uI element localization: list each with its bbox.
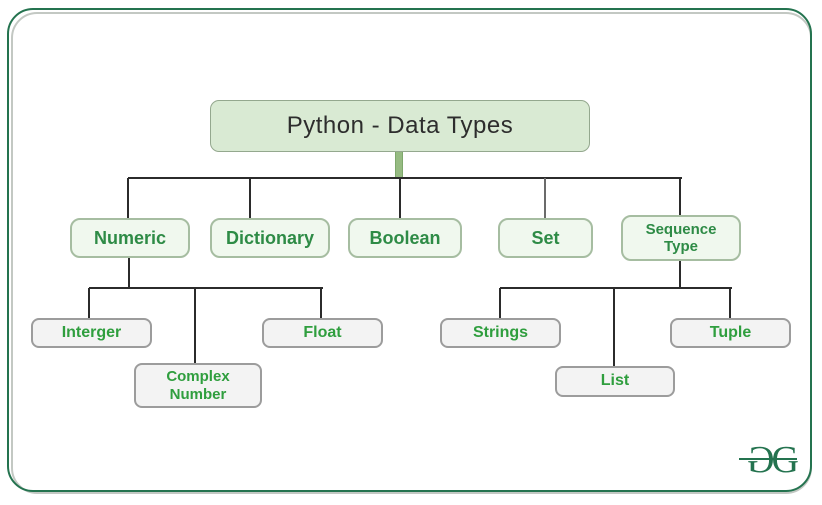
connector-sequence-stem [679,261,681,288]
node-tuple: Tuple [670,318,791,348]
logo-mirrored-g-glyph: G [747,439,775,481]
connector-drop-set [544,178,546,219]
connector-drop-complex-number [194,288,196,364]
connector-drop-boolean [399,178,401,219]
logo-strike-line [739,458,797,460]
connector-root-stem [395,151,403,178]
node-python-data-types: Python - Data Types [210,100,590,152]
connector-level2-hline [128,177,682,179]
connector-drop-sequence-type [679,178,681,216]
node-set: Set [498,218,593,258]
connector-drop-numeric [127,178,129,219]
node-numeric: Numeric [70,218,190,258]
connector-drop-list [613,288,615,367]
connector-sequence-children-hline [500,287,732,289]
node-list: List [555,366,675,397]
node-float: Float [262,318,383,348]
node-sequence-type: Sequence Type [621,215,741,261]
connector-drop-interger [88,288,90,319]
logo-g-glyph: G [771,439,799,481]
connector-drop-dictionary [249,178,251,219]
node-interger: Interger [31,318,152,348]
node-dictionary: Dictionary [210,218,330,258]
connector-drop-strings [499,288,501,319]
connector-drop-tuple [729,288,731,319]
connector-drop-float [320,288,322,319]
geeksforgeeks-logo: GG [737,439,799,482]
connector-numeric-children-hline [89,287,323,289]
frame-border [7,8,812,492]
node-complex-number: Complex Number [134,363,262,408]
connector-numeric-stem [128,258,130,288]
node-boolean: Boolean [348,218,462,258]
node-strings: Strings [440,318,561,348]
